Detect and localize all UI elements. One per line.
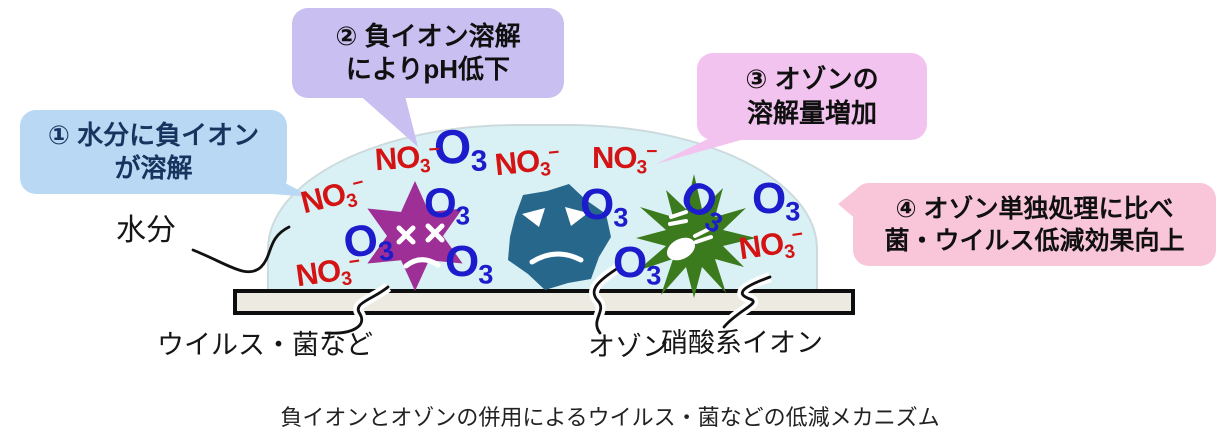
o3-molecule: O3 [613,238,661,291]
no3-molecule: NO3− [592,140,657,179]
surface-bar [233,289,855,315]
callout-4-line1: ④ オゾン単独処理に比べ [895,194,1174,223]
callout-4-improved-reduction: ④ オゾン単独処理に比べ 菌・ウイルス低減効果向上 [853,183,1216,266]
o3-molecule: O3 [432,120,487,178]
callout-3-ozone-solubility: ③ オゾンの 溶解量増加 [697,53,927,140]
callout-1-line2: が溶解 [114,153,193,183]
o3-molecule: O3 [424,179,470,231]
no3-molecule: NO3− [493,142,560,183]
ozone-label: オゾン [588,332,669,362]
water-label: 水分 [116,214,176,247]
no3-molecule: NO3− [373,139,440,178]
o3-molecule: O3 [752,174,800,227]
nitrate-label: 硝酸系イオン [661,328,823,358]
diagram-caption: 負イオンとオゾンの併用によるウイルス・菌などの低減メカニズム [280,405,940,430]
callout-2-ph-drop: ② 負イオン溶解 によりpH低下 [292,8,564,98]
o3-molecule: O3 [580,180,628,233]
callout-4-line2: 菌・ウイルス低減効果向上 [884,226,1185,255]
callout-3-line1: ③ オゾンの [745,64,879,95]
callout-1-line1: ① 水分に負イオン [47,119,260,150]
callout-3-line2: 溶解量増加 [746,97,877,128]
callout-1-negative-ion-dissolves: ① 水分に負イオン が溶解 [20,110,287,194]
callout-2-line1: ② 負イオン溶解 [335,20,521,51]
callout-2-line2: によりpH低下 [345,54,511,84]
virus-label: ウイルス・菌など [157,330,373,360]
o3-molecule: O3 [445,237,493,290]
